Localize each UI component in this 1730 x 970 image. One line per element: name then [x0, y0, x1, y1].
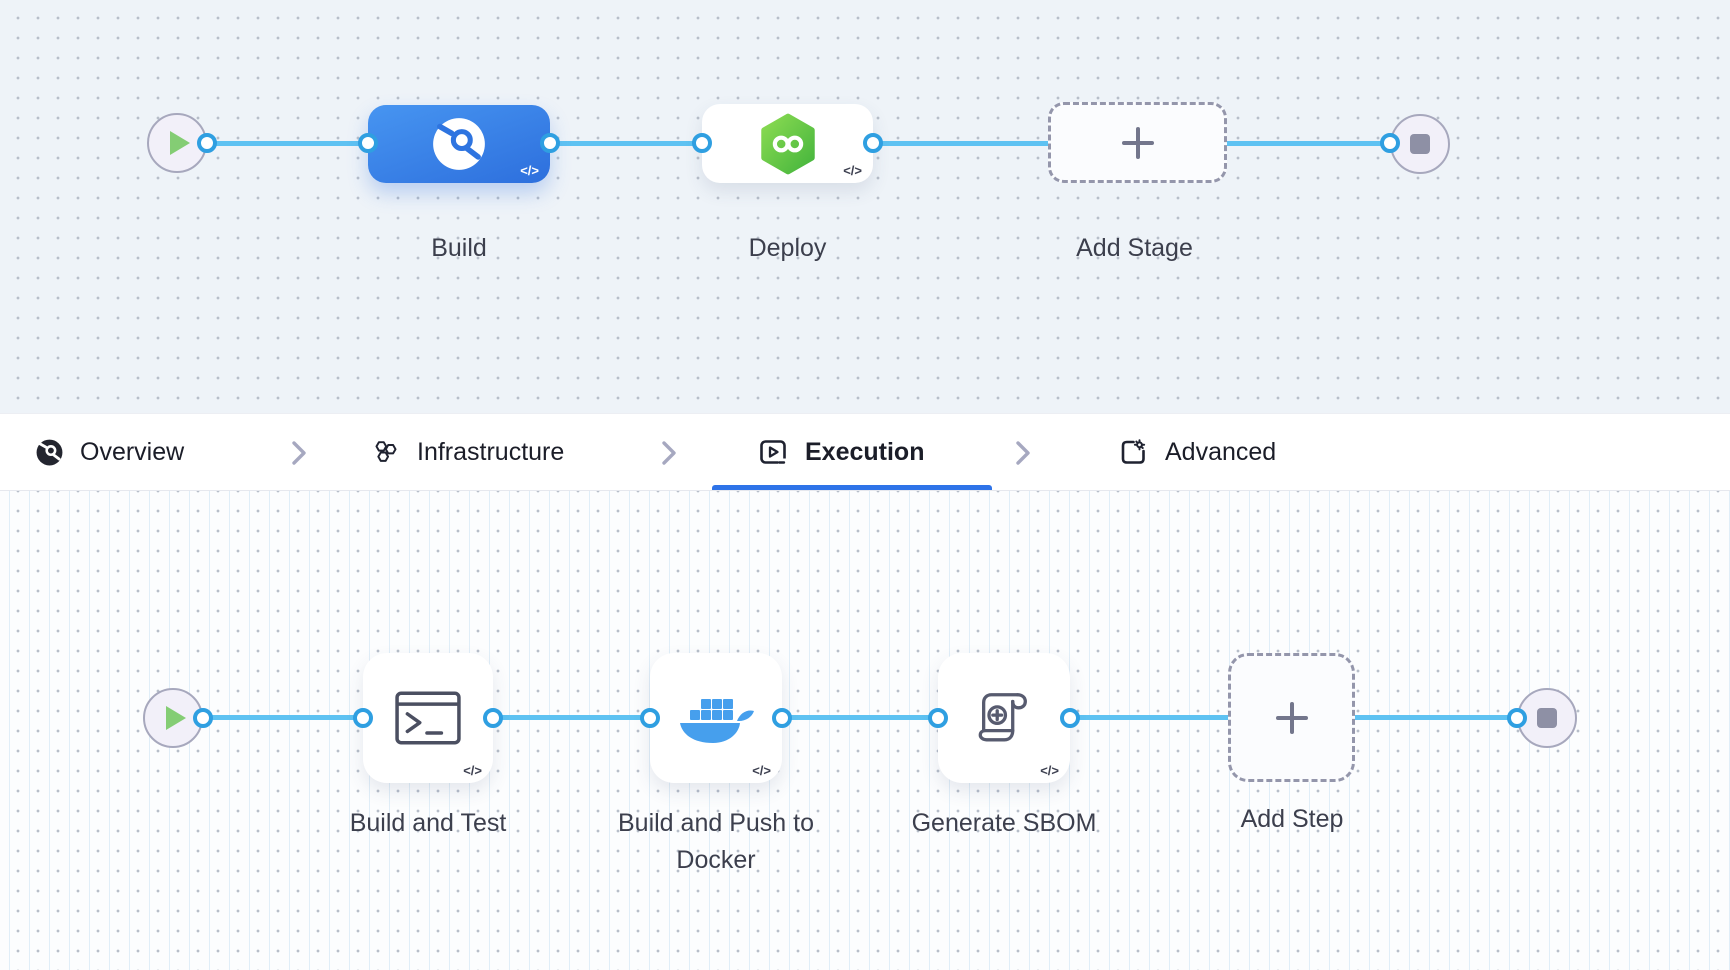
ci-build-icon	[433, 118, 485, 170]
stop-icon	[1410, 134, 1430, 154]
overview-icon	[36, 439, 63, 465]
code-badge: </>	[520, 163, 539, 178]
tab-infrastructure[interactable]: Infrastructure	[372, 414, 564, 490]
cd-deploy-icon	[760, 113, 815, 174]
stage-label: Deploy	[748, 234, 827, 262]
port[interactable]	[1060, 708, 1080, 728]
stop-icon	[1537, 708, 1557, 728]
port[interactable]	[1380, 133, 1400, 153]
play-square-icon	[760, 440, 788, 467]
port[interactable]	[640, 708, 660, 728]
port[interactable]	[197, 133, 217, 153]
code-badge: </>	[1040, 763, 1059, 778]
step-connector-line	[203, 715, 1517, 720]
add-step-button[interactable]	[1228, 653, 1355, 782]
tab-execution[interactable]: Execution	[758, 414, 924, 490]
port[interactable]	[928, 708, 948, 728]
port[interactable]	[1507, 708, 1527, 728]
port[interactable]	[772, 708, 792, 728]
stage-node-build[interactable]: </>	[368, 105, 550, 183]
step-label: Generate SBOM	[911, 809, 1097, 837]
port[interactable]	[540, 133, 560, 153]
stage-label: Build	[431, 234, 487, 262]
code-badge: </>	[843, 163, 862, 178]
stage-canvas[interactable]: </> </> Build Deploy Add Sta	[0, 0, 1730, 413]
step-label: Add Step	[1240, 805, 1344, 833]
play-icon	[169, 131, 190, 155]
stage-label: Add Stage	[1076, 234, 1193, 262]
gear-square-icon	[1121, 439, 1146, 464]
scroll-plus-icon	[978, 693, 1027, 742]
stage-config-tabbar: Overview Infrastructure Execution	[0, 413, 1730, 491]
step-node-build-and-push-to-docker[interactable]: </>	[650, 653, 782, 783]
tab-overview-label: Overview	[80, 437, 185, 466]
terminal-icon	[395, 691, 461, 745]
execution-end-node	[1517, 688, 1577, 748]
port[interactable]	[358, 133, 378, 153]
execution-canvas[interactable]: </> </>	[0, 491, 1730, 970]
pipeline-start-node	[147, 113, 207, 173]
code-badge: </>	[752, 763, 771, 778]
port[interactable]	[863, 133, 883, 153]
plus-icon	[1121, 126, 1154, 159]
step-label: Build and Push to Docker	[618, 809, 814, 874]
hexagons-icon	[375, 441, 397, 462]
stage-node-deploy[interactable]: </>	[702, 104, 873, 183]
step-node-generate-sbom[interactable]: </>	[938, 653, 1070, 783]
port[interactable]	[193, 708, 213, 728]
add-stage-button[interactable]	[1048, 102, 1227, 183]
active-tab-underline	[712, 485, 992, 490]
tab-advanced[interactable]: Advanced	[1118, 414, 1276, 490]
plus-icon	[1275, 701, 1308, 734]
tab-infrastructure-label: Infrastructure	[417, 437, 565, 466]
tab-overview[interactable]: Overview	[36, 414, 184, 490]
port[interactable]	[353, 708, 373, 728]
docker-whale-icon	[680, 699, 754, 743]
play-icon	[165, 706, 186, 730]
tab-advanced-label: Advanced	[1165, 437, 1277, 466]
step-node-build-and-test[interactable]: </>	[363, 653, 493, 783]
port[interactable]	[692, 133, 712, 153]
chevron-right-icon	[292, 441, 306, 465]
chevron-right-icon	[1016, 441, 1030, 465]
code-badge: </>	[463, 763, 482, 778]
step-label: Build and Test	[349, 809, 507, 837]
port[interactable]	[483, 708, 503, 728]
chevron-right-icon	[662, 441, 676, 465]
tab-execution-label: Execution	[805, 437, 925, 466]
